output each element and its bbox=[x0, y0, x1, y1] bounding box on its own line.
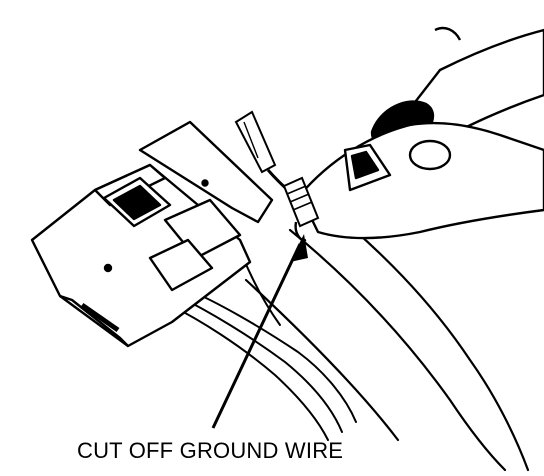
panel-edge-curves bbox=[244, 203, 530, 472]
diagram-caption: CUT OFF GROUND WIRE bbox=[77, 438, 344, 463]
callout-arrow bbox=[211, 234, 308, 429]
cutting-pliers bbox=[298, 26, 544, 240]
electrical-connector bbox=[30, 120, 274, 348]
